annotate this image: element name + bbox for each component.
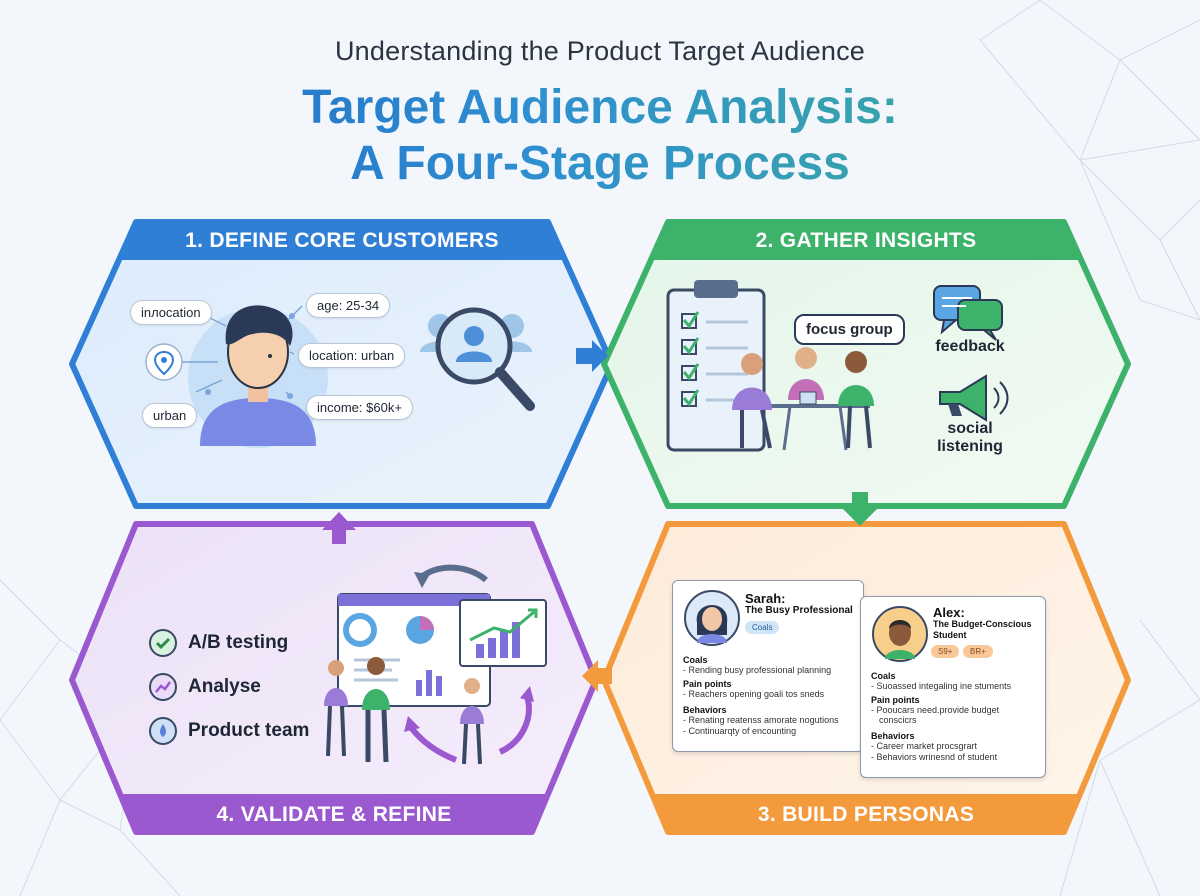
persona-card-alex: Alex: The Budget-Conscious Student S9+ B… bbox=[860, 596, 1046, 778]
customer-avatar-illustration bbox=[182, 305, 328, 448]
alex-behavior-2: - Behaviors wrinesnd of student bbox=[871, 752, 998, 762]
audience-search-icon bbox=[420, 307, 535, 411]
page-title-line2: A Four-Stage Process bbox=[0, 136, 1200, 192]
location-pin-icon bbox=[145, 343, 183, 381]
stage1-title: 1. DEFINE CORE CUSTOMERS bbox=[185, 229, 499, 252]
alex-pill-2: BR+ bbox=[963, 645, 993, 658]
social-listening-label: social listening bbox=[937, 420, 1003, 455]
megaphone-icon bbox=[939, 374, 1009, 422]
alex-goals: - Suoassed integaling ine stuments bbox=[871, 681, 1012, 691]
sarah-subtitle: The Busy Professional bbox=[745, 605, 853, 616]
arrow-down bbox=[842, 492, 878, 526]
sarah-behavior-1: - Renating reatenss amorate nogutions bbox=[683, 715, 839, 725]
alex-pill-1: S9+ bbox=[931, 645, 960, 658]
tag-age: age: 25-34 bbox=[306, 293, 391, 318]
sarah-pill: Coals bbox=[745, 621, 780, 634]
focus-group-label: focus group bbox=[806, 321, 893, 338]
feedback-chat-icon bbox=[933, 285, 1003, 341]
alex-pain-1: - Pooucars need.provide budget bbox=[871, 705, 1000, 715]
stage4-title: 4. VALIDATE & REFINE bbox=[216, 803, 452, 826]
tag-location-urban: location: urban bbox=[298, 343, 406, 368]
analyse-label: Analyse bbox=[188, 676, 261, 697]
sarah-behaviors-heading: Behaviors bbox=[683, 705, 727, 715]
stage2-title: 2. GATHER INSIGHTS bbox=[755, 229, 977, 252]
sarah-goals-heading: Coals bbox=[683, 655, 708, 665]
product-team-icon bbox=[148, 716, 178, 751]
sarah-name: Sarah: bbox=[745, 591, 786, 606]
stage3-title: 3. BUILD PERSONAS bbox=[757, 803, 975, 826]
feedback-label: feedback bbox=[935, 338, 1005, 355]
tag-income: income: $60k+ bbox=[306, 395, 413, 420]
product-team-label: Product team bbox=[188, 720, 310, 741]
analyse-trend-icon bbox=[148, 672, 178, 707]
arrow-up bbox=[322, 512, 356, 544]
focus-group-illustration bbox=[732, 347, 874, 451]
page-title-line1: Target Audience Analysis: bbox=[0, 80, 1200, 136]
alex-pain-2: conscicrs bbox=[879, 715, 917, 725]
alex-subtitle-2: Student bbox=[933, 630, 967, 640]
alex-subtitle-1: The Budget-Conscious bbox=[933, 619, 1032, 629]
page-subtitle: Understanding the Product Target Audienc… bbox=[334, 36, 866, 66]
alex-goals-heading: Coals bbox=[871, 671, 896, 681]
persona-card-sarah: Sarah: The Busy Professional Coals Coals… bbox=[672, 580, 864, 752]
alex-behavior-1: - Career market procsgrart bbox=[871, 741, 978, 751]
check-circle-icon bbox=[148, 628, 178, 663]
dashboard-illustration bbox=[324, 564, 547, 765]
sarah-pain: - Reachers opening goali tos sneds bbox=[683, 689, 825, 699]
arrow-right bbox=[576, 340, 608, 372]
ab-testing-label: A/B testing bbox=[188, 632, 289, 653]
alex-avatar bbox=[872, 606, 928, 662]
focus-group-bubble: focus group bbox=[794, 314, 905, 345]
sarah-avatar bbox=[684, 590, 740, 646]
tag-location-1: inлocation bbox=[130, 300, 212, 325]
arrow-left bbox=[582, 660, 612, 692]
sarah-pain-heading: Pain points bbox=[683, 679, 732, 689]
sarah-goals: - Rending busy professional planning bbox=[683, 665, 832, 675]
tag-urban: urban bbox=[142, 403, 198, 428]
sarah-behavior-2: - Continuarqty of encounting bbox=[683, 726, 797, 736]
alex-pain-heading: Pain points bbox=[871, 695, 920, 705]
alex-behaviors-heading: Behaviors bbox=[871, 731, 915, 741]
alex-name: Alex: bbox=[933, 605, 965, 620]
